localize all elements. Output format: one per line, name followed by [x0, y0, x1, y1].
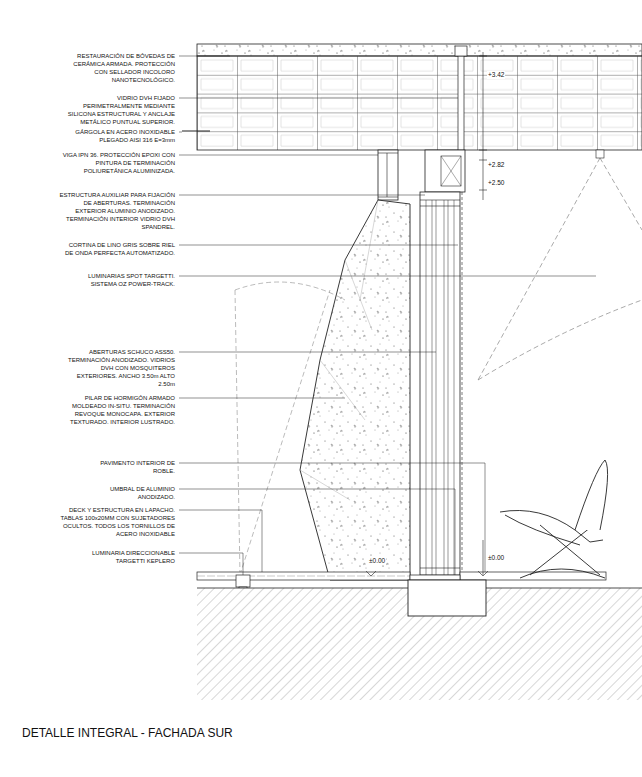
slab-top [197, 44, 642, 56]
aux-structure [425, 150, 465, 192]
spot-light [596, 150, 604, 158]
concrete-pillar [300, 200, 410, 580]
foundation [408, 580, 486, 616]
ceramic-vault [197, 56, 642, 150]
light-arc [235, 282, 345, 300]
drawing-title: DETALLE INTEGRAL - FACHADA SUR [22, 726, 233, 740]
callout-text: UMBRAL DE ALUMINIO ANODIZADO. [85, 485, 175, 501]
ipn-beam [378, 150, 398, 200]
callout-text: DECK Y ESTRUCTURA EN LAPACHO. TABLAS 100… [47, 506, 175, 538]
callout-text: GÁRGOLA EN ACERO INOXIDABLE PLEGADO AISI… [57, 128, 175, 144]
curtain [462, 192, 463, 575]
callout-text: PILAR DE HORMIGÓN ARMADO MOLDEADO IN-SIT… [65, 394, 175, 426]
level-dimension: ±0.00 [487, 554, 505, 562]
callout-text: ABERTURAS SCHUCO ASS50. TERMINACIÓN ANOD… [63, 348, 175, 388]
window-frame [420, 192, 460, 580]
callout-text: VIGA IPN 36. PROTECCIÓN EPOXI CON PINTUR… [57, 151, 175, 175]
level-dimension: +2.82 [487, 161, 505, 169]
leader-lines [179, 56, 596, 575]
level-dimension: +3.42 [487, 71, 505, 79]
ipn-web [378, 153, 398, 197]
dimension-ticks [479, 56, 487, 190]
callout-text: PAVIMENTO INTERIOR DE ROBLE. [85, 459, 175, 475]
window-profiles [426, 200, 454, 575]
callout-text: VIDRIO DVH FIJADO PERIMETRALMENTE MEDIAN… [57, 94, 175, 126]
level-marker [366, 571, 488, 576]
callout-text: RESTAURACIÓN DE BÓVEDAS DE CERÁMICA ARMA… [65, 52, 175, 84]
insulation-box [441, 156, 461, 186]
callout-text: LUMINARIA DIRECCIONABLE TARGETTI KEPLERO [65, 549, 175, 565]
level-dimension: +2.50 [487, 179, 505, 187]
deck [197, 572, 410, 580]
callout-text: ESTRUCTURA AUXILIAR PARA FIJACIÓN DE ABE… [57, 191, 175, 231]
light-arc [478, 300, 642, 380]
window-rails [420, 200, 460, 575]
deck-boards [197, 576, 410, 577]
glass-dvh [458, 56, 464, 150]
threshold [410, 575, 460, 580]
callout-text: LUMINARIAS SPOT TARGETTI. SISTEMA OZ POW… [65, 272, 175, 288]
dimension-line [483, 540, 484, 575]
deck-luminaire [236, 575, 250, 587]
light-cone [235, 290, 330, 575]
chair-back [575, 460, 608, 530]
dimension-line [483, 52, 484, 200]
gargoyle [182, 131, 210, 132]
insulation [441, 156, 461, 186]
light-cone [478, 158, 642, 380]
level-dimension: ±0.00 [368, 557, 386, 565]
glass-anchor [455, 46, 467, 56]
callout-text: CORTINA DE LINO GRIS SOBRE RIEL DE ONDA … [65, 241, 175, 257]
